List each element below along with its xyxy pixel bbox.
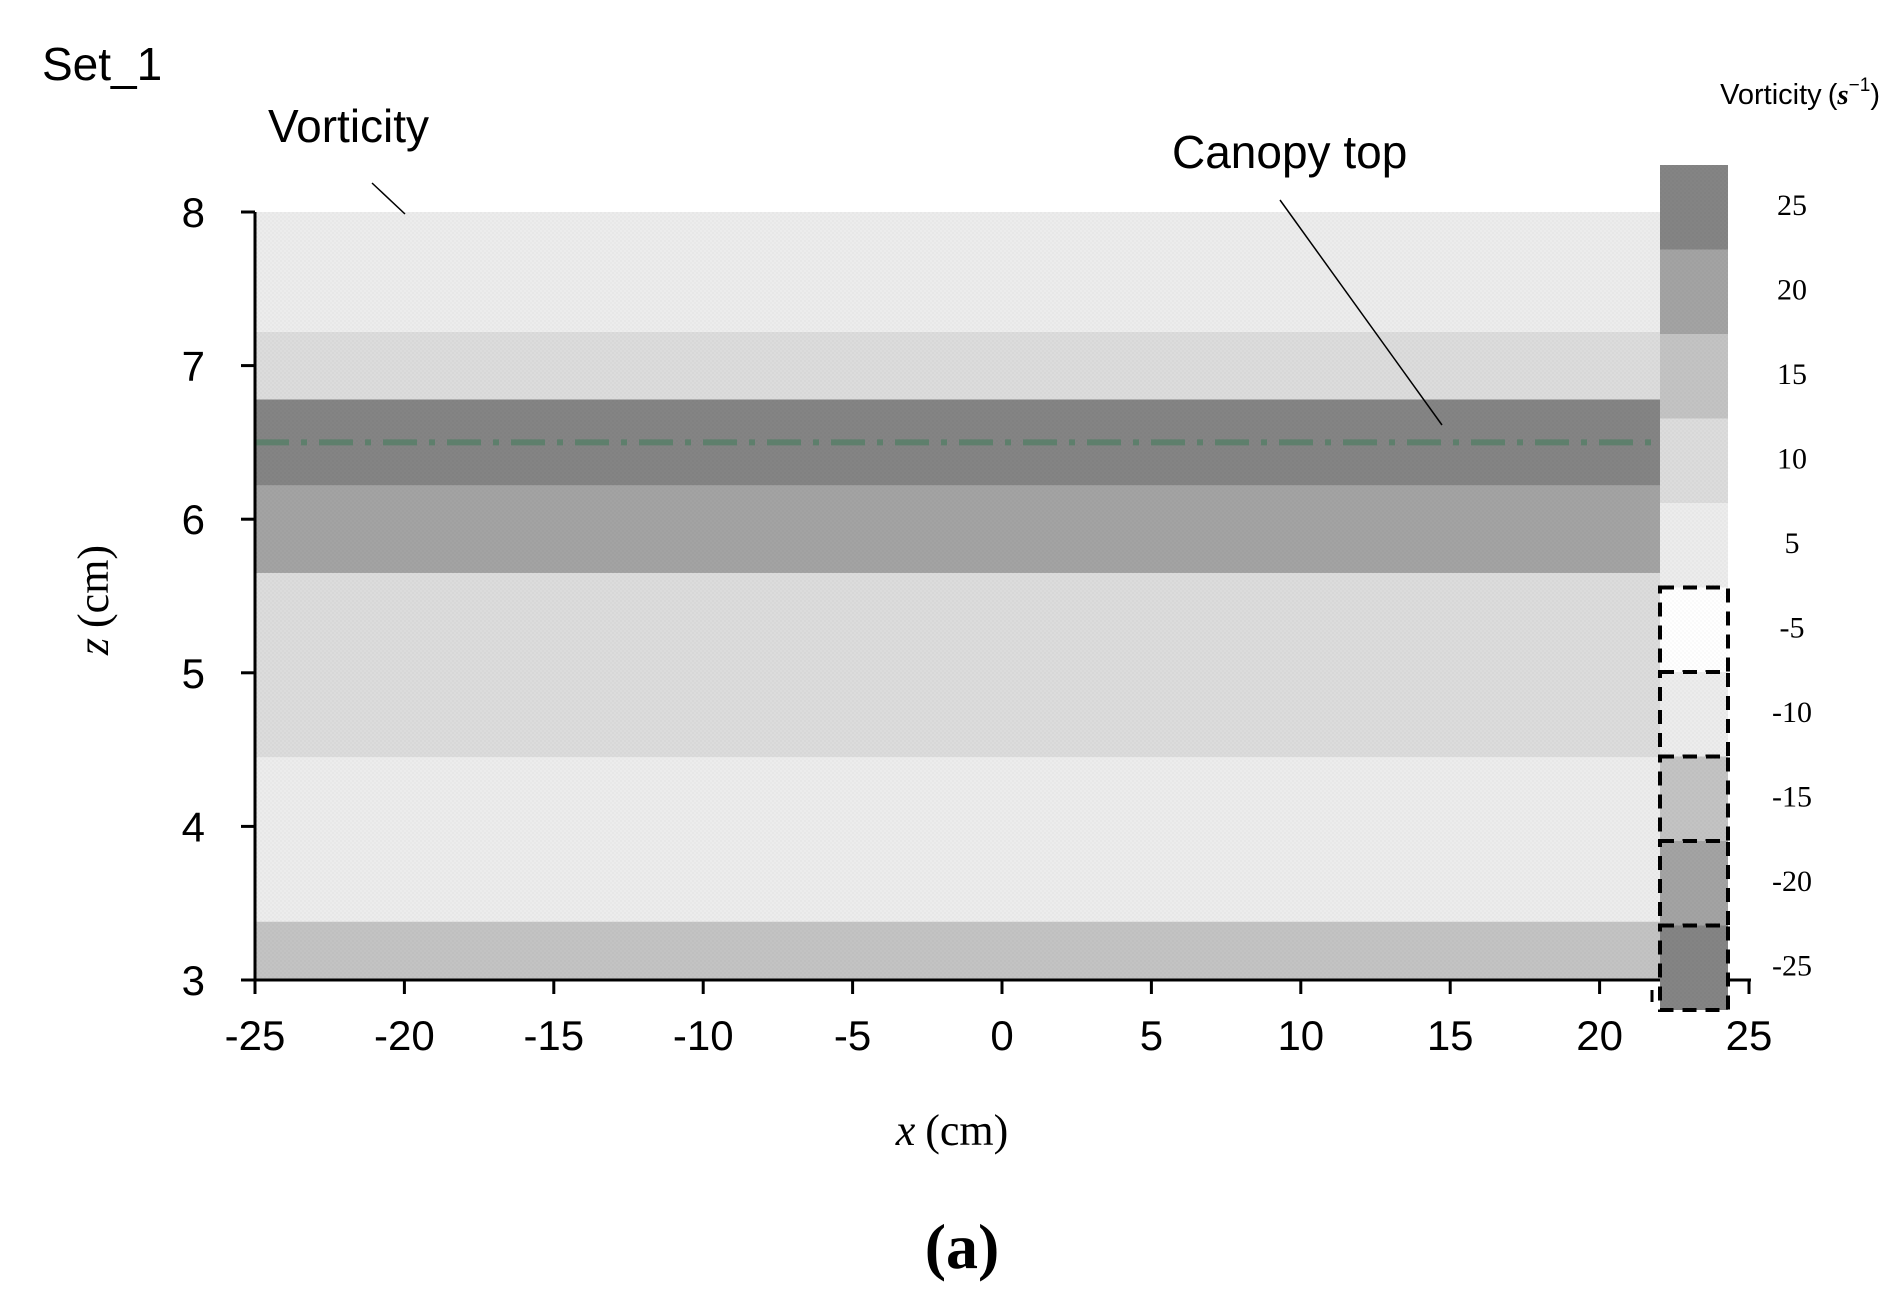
x-tick-label: 10 (1277, 1012, 1324, 1059)
x-axis-unit: (cm) (925, 1106, 1008, 1155)
legend-swatch-texture (1660, 418, 1728, 503)
x-tick-label: 25 (1726, 1012, 1773, 1059)
legend-label: 20 (1777, 274, 1807, 307)
y-axis-var: z (69, 638, 118, 656)
vorticity-band-texture (255, 212, 1720, 332)
legend-title-text: Vorticity (1720, 79, 1822, 111)
y-tick-label: 5 (182, 650, 205, 697)
x-tick-label: 20 (1576, 1012, 1623, 1059)
legend-label: -15 (1772, 781, 1812, 814)
y-tick-label: 8 (182, 189, 205, 236)
legend-label: -10 (1772, 696, 1812, 729)
x-tick-label: -25 (225, 1012, 286, 1059)
vorticity-band-texture (255, 757, 1720, 922)
y-axis-unit: (cm) (69, 545, 118, 628)
x-tick-label: -5 (834, 1012, 871, 1059)
legend-unit-base: s (1836, 79, 1848, 111)
legend-label: -20 (1772, 865, 1812, 898)
legend-label: 10 (1777, 443, 1807, 476)
x-tick-label: -15 (523, 1012, 584, 1059)
legend: 25 20 15 10 5 -5 -10 -15 -20 -25 (1650, 165, 1812, 1012)
x-axis-label: x(cm) (895, 1106, 1009, 1155)
vorticity-band-texture (255, 921, 1720, 980)
x-tick-label: -10 (673, 1012, 734, 1059)
x-axis-var: x (895, 1106, 916, 1155)
legend-swatch-texture (1660, 925, 1728, 1010)
legend-label: 15 (1777, 358, 1807, 391)
legend-swatch-texture (1660, 841, 1728, 926)
axes: -25 -20 -15 -10 -5 0 5 10 15 20 25 3 4 5 6 7 8 (182, 189, 1773, 1059)
legend-label: 5 (1785, 527, 1800, 560)
vorticity-band-texture (255, 331, 1720, 400)
annotation-vorticity-leader (371, 182, 406, 215)
x-tick-label: 0 (990, 1012, 1013, 1059)
y-axis-label: z (cm) (69, 545, 118, 656)
legend-swatch-texture (1660, 756, 1728, 841)
legend-swatch-texture (1660, 165, 1728, 250)
annotation-canopy-top-leader (1279, 199, 1443, 426)
annotation-canopy-top: Canopy top (1172, 126, 1407, 178)
legend-swatch-texture (1660, 587, 1728, 672)
legend-swatch-texture (1660, 503, 1728, 588)
legend-label: -5 (1780, 612, 1805, 645)
legend-swatch-texture (1660, 672, 1728, 757)
legend-title: Vorticity(s−1) (1720, 75, 1880, 111)
x-tick-label: 15 (1427, 1012, 1474, 1059)
x-tick-label: -20 (374, 1012, 435, 1059)
y-tick-label: 6 (182, 496, 205, 543)
x-tick-label: 5 (1140, 1012, 1163, 1059)
y-tick-label: 7 (182, 343, 205, 390)
panel-label: (a) (925, 1211, 1000, 1282)
vorticity-band-texture (255, 572, 1720, 758)
y-tick-label: 3 (182, 957, 205, 1004)
vorticity-bands (255, 212, 1720, 980)
legend-unit-exp: −1 (1849, 75, 1871, 96)
panel-title: Set_1 (42, 38, 162, 90)
legend-swatch-texture (1660, 334, 1728, 419)
legend-label: -25 (1772, 950, 1812, 983)
y-tick-label: 4 (182, 803, 205, 850)
legend-swatch-texture (1660, 249, 1728, 334)
annotation-vorticity: Vorticity (268, 100, 429, 152)
legend-label: 25 (1777, 189, 1807, 222)
vorticity-band-texture (255, 485, 1720, 573)
